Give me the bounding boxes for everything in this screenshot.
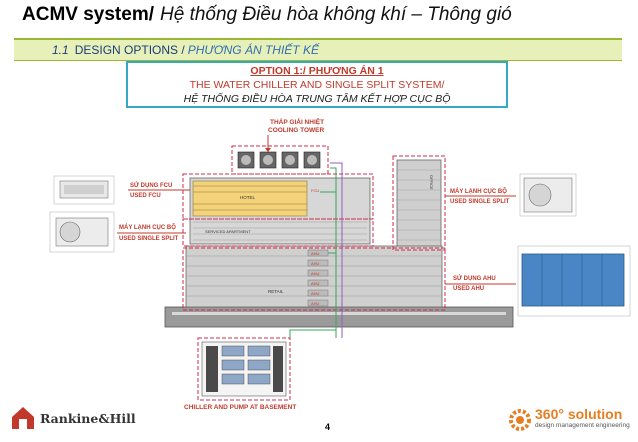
section-number: 1.1: [52, 43, 69, 57]
chiller-pump-left: [206, 346, 218, 392]
house-icon: [12, 407, 34, 429]
ahu-unit: [307, 269, 329, 277]
office-zone-outline: [392, 155, 446, 251]
solution-360-brand: 360° solution: [535, 406, 623, 422]
option-title: OPTION 1:/ PHƯƠNG ÁN 1: [250, 65, 384, 77]
chiller-pump-right: [273, 346, 283, 392]
chiller-label: CHILLER AND PUMP AT BASEMENT: [184, 404, 296, 411]
fan-icon: [307, 155, 317, 165]
ahu-tag: AHU: [311, 281, 320, 286]
split-right-label-en: USED SINGLE SPLIT: [450, 199, 510, 205]
cooling-tower-label-en: COOLING TOWER: [268, 127, 325, 134]
fan-icon: [263, 155, 273, 165]
option-subtitle-vn: HỆ THỐNG ĐIỀU HÒA TRUNG TÂM KẾT HỢP CỤC …: [183, 93, 451, 105]
option-subtitle: THE WATER CHILLER AND SINGLE SPLIT SYSTE…: [189, 79, 445, 91]
ahu-tag: AHU: [311, 301, 320, 306]
chiller-unit: [247, 345, 271, 357]
section-bar: 1.1 DESIGN OPTIONS / PHƯƠNG ÁN THIẾT KẾ: [14, 38, 622, 61]
serviced-floors: [193, 221, 367, 241]
split-left-label-vn: MÁY LẠNH CỤC BỘ: [119, 223, 176, 231]
ahu-unit-image: [521, 253, 625, 307]
hotel-zone-outline: [182, 173, 374, 220]
chiller-unit: [247, 373, 271, 385]
fcu-tag: FCU: [311, 188, 319, 193]
solution-360-tagline: design management engineering: [535, 422, 630, 429]
serviced-label: SERVICED APARTMENT: [205, 229, 251, 234]
chiller-unit: [221, 359, 245, 371]
cooling-tower-outline: [231, 145, 329, 175]
fcu-unit-grille: [64, 185, 104, 194]
solution-360-logo: 360° solution design management engineer…: [508, 406, 630, 432]
ahu-label-vn: SỬ DỤNG AHU: [453, 275, 496, 282]
ahu-units: [307, 249, 329, 307]
ahu-unit: [307, 299, 329, 307]
ahu-unit-panels: [541, 254, 603, 306]
pipes: [289, 162, 343, 338]
ahu-tag: AHU: [311, 251, 320, 256]
fan-icon: [241, 155, 251, 165]
rankine-hill-wordmark: Rankine&Hill: [40, 410, 136, 426]
chiller-unit: [221, 373, 245, 385]
ahu-tag: AHU: [311, 271, 320, 276]
ahu-tags: AHU AHU AHU AHU AHU AHU: [311, 251, 320, 306]
option-box: OPTION 1:/ PHƯƠNG ÁN 1 THE WATER CHILLER…: [126, 61, 508, 108]
condenser-pipe-green: [330, 167, 337, 338]
ahu-tag: AHU: [311, 261, 320, 266]
cooling-towers: [237, 151, 321, 169]
rankine-hill-logo: Rankine&Hill: [10, 405, 136, 431]
ahu-unit: [307, 279, 329, 287]
fan-icon: [528, 183, 552, 207]
page-number: 4: [325, 422, 331, 432]
fcu-label-vn: SỬ DỤNG FCU: [130, 182, 172, 189]
cooling-tower-label-vn: THÁP GIẢI NHIỆT: [270, 117, 324, 126]
section-title: DESIGN OPTIONS /: [74, 43, 185, 57]
fan-icon: [285, 155, 295, 165]
split-right-label-vn: MÁY LẠNH CỤC BỘ: [450, 187, 507, 195]
title-row: ACMV system/ Hệ thống Điều hòa không khí…: [22, 4, 512, 34]
section-title-vn: PHƯƠNG ÁN THIẾT KẾ: [187, 43, 319, 57]
chiller-unit: [221, 345, 245, 357]
chiller-plant: [201, 341, 287, 397]
retail-label: RETAIL: [268, 289, 284, 294]
ahu-tag: AHU: [311, 291, 320, 296]
page-title: ACMV system/: [22, 4, 154, 25]
supply-pipe-green: [289, 329, 336, 338]
hotel-floors: [192, 180, 308, 217]
split-left-label-en: USED SINGLE SPLIT: [119, 236, 179, 242]
hotel-label: HOTEL: [240, 195, 256, 200]
fan-icon: [59, 221, 81, 243]
page-title-vn: Hệ thống Điều hòa không khí – Thông gió: [160, 4, 512, 25]
office-label: OFFICE: [429, 175, 434, 190]
ahu-unit: [307, 259, 329, 267]
chiller-outline: [197, 337, 291, 401]
arrow-down-icon: [265, 148, 271, 152]
chiller-unit: [247, 359, 271, 371]
ahu-unit: [307, 289, 329, 297]
gear-icon: [509, 409, 531, 431]
basement-slab-stripe: [172, 312, 506, 315]
office-floors: [397, 169, 441, 241]
office-tower: [396, 159, 442, 248]
condenser-pipe-purple: [330, 162, 343, 338]
ahu-label-en: USED AHU: [453, 286, 484, 292]
fcu-label-en: USED FCU: [130, 193, 161, 199]
